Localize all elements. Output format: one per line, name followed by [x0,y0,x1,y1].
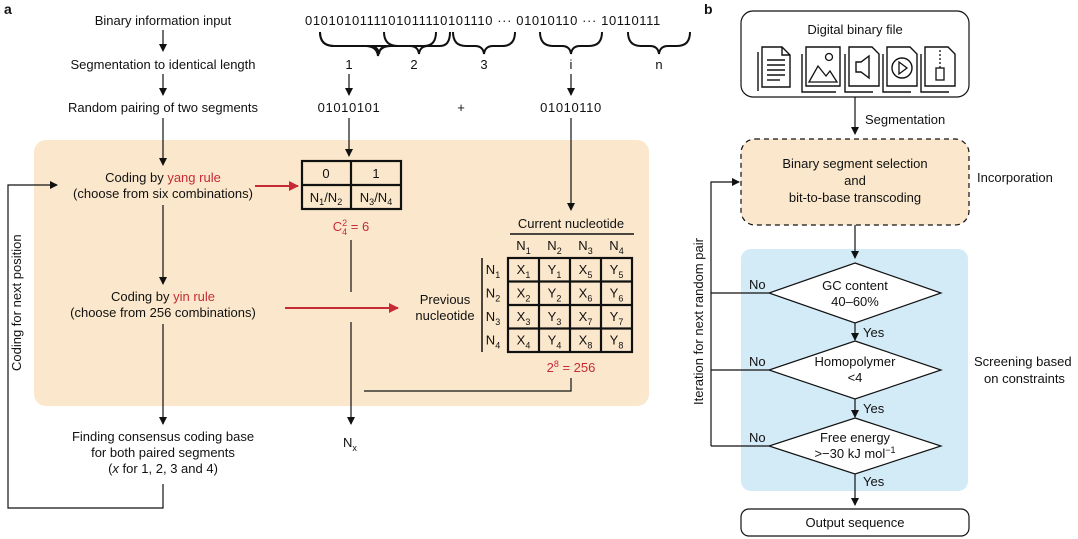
loop-next-position [7,181,164,509]
yin-cell: X8 [579,332,593,350]
segment-index-n: n [655,57,662,72]
selection-line3: bit-to-base transcoding [789,190,921,205]
gc-content-line2: 40–60% [831,294,879,309]
yin-cell: Y3 [548,309,562,327]
output-sequence-box [740,508,970,537]
yin-cell: Y6 [610,285,624,303]
yin-row-header: N4 [486,332,500,350]
audio-icon [844,46,880,93]
loop-iteration [710,178,740,446]
yin-row-label-line1: Previous [420,292,471,307]
homopolymer-no-label: No [749,354,766,369]
segment-index-1: 1 [345,57,352,72]
iteration-label: Iteration for next random pair [691,237,706,405]
panel-a-letter: a [4,1,12,17]
yin-col-header: N4 [609,238,623,256]
segment-selection-box [740,138,970,226]
yin-row-header: N2 [486,285,500,303]
pair-left-segment: 01010101 [318,100,381,115]
free-energy-yes-label: Yes [863,474,885,489]
incorporation-label: Incorporation [977,170,1053,185]
yin-cell: X4 [517,332,531,350]
yin-cell: Y8 [610,332,624,350]
step-consensus-line3: (x for 1, 2, 3 and 4) [108,461,218,476]
step-yin-choice: (choose from 256 combinations) [70,305,256,320]
step-binary-input: Binary information input [95,13,232,28]
selection-line2: and [844,173,866,188]
digital-file-label: Digital binary file [807,22,902,37]
yin-cell: X5 [579,262,593,280]
step-yang-coding: Coding by yang rule [105,170,221,185]
gc-yes-label: Yes [863,325,885,340]
homopolymer-line1: Homopolymer [815,354,897,369]
yin-cell: X1 [517,262,531,280]
homopolymer-yes-label: Yes [863,401,885,416]
yin-row-label-line2: nucleotide [415,308,474,323]
yin-cell: X3 [517,309,531,327]
yin-cell: Y2 [548,285,562,303]
yin-cell: X6 [579,285,593,303]
free-energy-line1: Free energy [820,430,891,445]
side-label-next-position: Coding for next position [9,234,24,371]
step-yang-choice: (choose from six combinations) [73,186,253,201]
step-consensus-line2: for both paired segments [91,445,235,460]
yang-cell-n1-n2: N1/N2 [310,190,342,207]
yin-table-title: Current nucleotide [518,216,624,231]
step-random-pairing: Random pairing of two segments [68,100,259,115]
coding-region-background [34,140,649,406]
yin-row-header: N1 [486,262,500,280]
yin-col-header: N3 [578,238,592,256]
segment-index-2: 2 [410,57,417,72]
yin-col-header: N1 [516,238,530,256]
free-energy-no-label: No [749,430,766,445]
homopolymer-line2: <4 [848,370,863,385]
pair-plus: + [457,100,465,115]
free-energy-line2: >−30 kJ mol−1 [814,445,895,461]
yin-cell: Y5 [610,262,624,280]
yin-cell: Y4 [548,332,562,350]
segmentation-label: Segmentation [865,112,945,127]
yin-combination-count: 28 = 256 [547,359,596,375]
yin-rule-label: yin rule [173,289,215,304]
yin-cell: Y1 [548,262,562,280]
segment-braces [319,31,691,57]
binary-sequence: 0101010111101011110101110 ··· 01010110 ·… [305,13,661,28]
gc-no-label: No [749,277,766,292]
yin-cell: X2 [517,285,531,303]
yang-table: 0 1 N1/N2 N3/N4 [300,159,403,211]
pair-right-segment: 01010110 [540,100,602,115]
selection-line1: Binary segment selection [782,156,927,171]
yin-cell: Y7 [610,309,624,327]
yang-header-1: 1 [372,166,379,181]
yang-header-0: 0 [322,166,329,181]
output-sequence-label: Output sequence [805,515,904,530]
line-yin-to-output [364,378,572,392]
segment-index-i: i [570,57,573,72]
step-yin-coding: Coding by yin rule [111,289,215,304]
image-icon [801,46,841,93]
video-icon [882,46,918,93]
yang-rule-label: yang rule [167,170,220,185]
screening-line1: Screening based [974,354,1072,369]
step-consensus-line1: Finding consensus coding base [72,429,254,444]
yin-col-header: N2 [547,238,561,256]
yang-cell-n3-n4: N3/N4 [360,190,392,207]
output-nx: Nx [343,435,357,453]
document-icon [757,46,791,91]
yin-row-header: N3 [486,309,500,327]
screening-line2: on constraints [984,371,1065,386]
segment-index-3: 3 [480,57,487,72]
archive-icon [920,46,956,93]
yin-cell: X7 [579,309,593,327]
panel-b-letter: b [704,1,713,17]
step-segmentation: Segmentation to identical length [70,57,255,72]
gc-content-line1: GC content [822,278,888,293]
